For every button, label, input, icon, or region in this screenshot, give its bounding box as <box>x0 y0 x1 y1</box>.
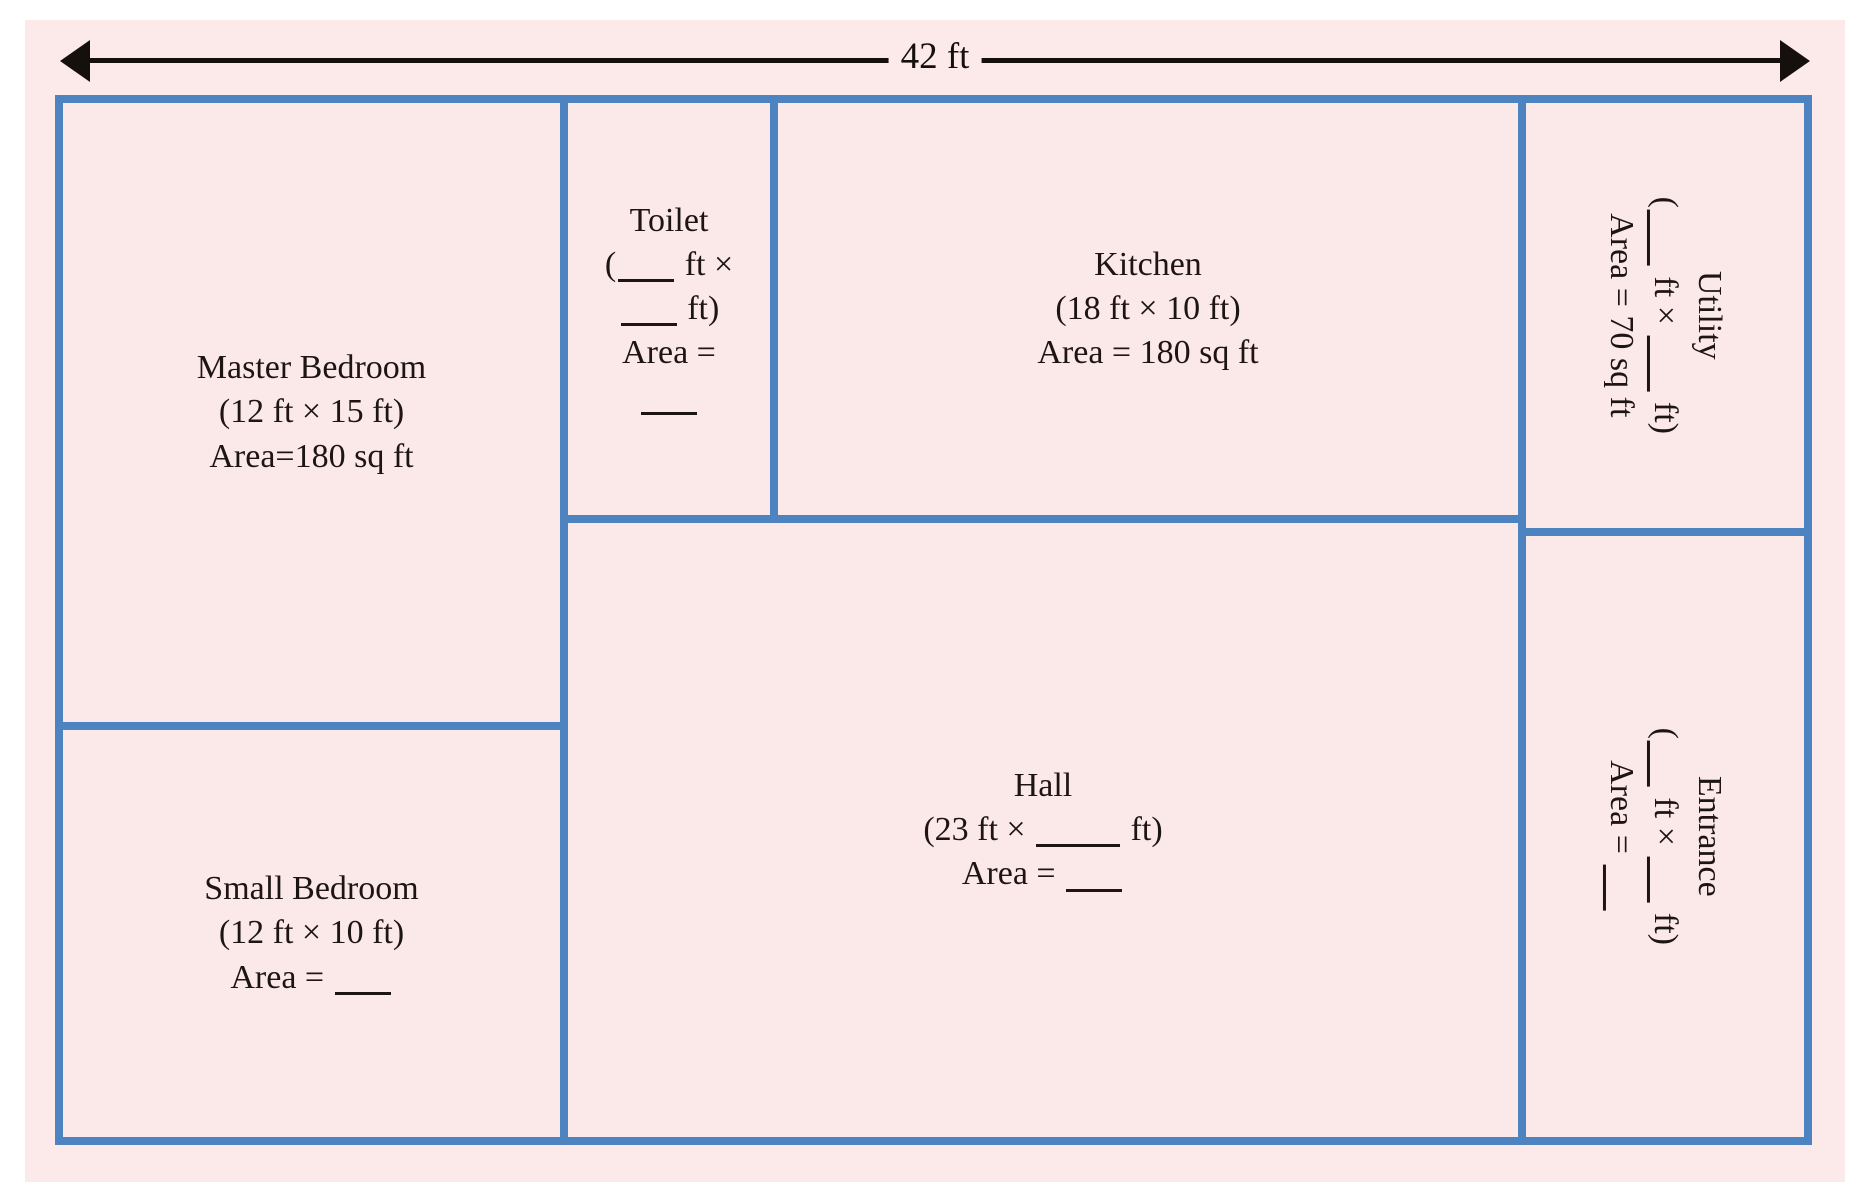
dim-times: ft × <box>1647 268 1685 326</box>
overall-width-label: 42 ft <box>888 30 982 84</box>
room-area: Area=180 sq ft <box>209 437 414 475</box>
blank-area-field[interactable] <box>641 378 697 415</box>
room-area: Area = 180 sq ft <box>1037 334 1259 372</box>
room-dimensions: (12 ft × 15 ft) <box>218 393 405 431</box>
room-name: Small Bedroom <box>204 870 419 908</box>
room-area: Area = <box>1599 728 1643 945</box>
overall-width-dimension: 42 ft <box>60 30 1810 84</box>
plan-walls: Master Bedroom (12 ft × 15 ft) Area=180 … <box>55 95 1812 1145</box>
room-name: Kitchen <box>1094 245 1202 283</box>
dim-close-paren: ft) <box>1122 810 1163 848</box>
blank-length-field[interactable] <box>1036 810 1121 848</box>
blank-length-field[interactable] <box>1647 856 1685 903</box>
room-entrance[interactable]: Entrance ( ft × ft) Area = <box>1518 528 1812 1145</box>
room-area-blank <box>578 375 760 419</box>
room-utility-label: Utility ( ft × ft) Area = 70 sq ft <box>1599 187 1732 444</box>
blank-area-field[interactable] <box>1066 855 1123 892</box>
dim-open-paren: ( <box>1647 196 1685 209</box>
room-kitchen[interactable]: Kitchen (18 ft × 10 ft) Area = 180 sq ft <box>770 95 1526 523</box>
dim-times: ft × <box>676 245 734 283</box>
room-hall[interactable]: Hall (23 ft × ft) Area = <box>560 515 1526 1145</box>
room-name: Entrance <box>1691 776 1729 897</box>
room-area-label: Area = <box>622 334 716 372</box>
arrow-right-icon <box>1780 40 1810 82</box>
room-kitchen-label: Kitchen (18 ft × 10 ft) Area = 180 sq ft <box>1027 243 1268 376</box>
blank-length-field[interactable] <box>1647 335 1685 392</box>
room-dimensions: ( ft × ft) <box>578 243 760 331</box>
dim-width: (23 ft × <box>923 810 1026 848</box>
room-toilet-label: Toilet ( ft × ft) Area = <box>568 199 770 420</box>
blank-area-field[interactable] <box>1603 864 1641 911</box>
dim-close-paren: ft) <box>678 289 720 327</box>
room-area: Area = <box>204 956 418 1000</box>
blank-width-field[interactable] <box>1647 741 1685 788</box>
room-name: Hall <box>1013 766 1073 804</box>
room-hall-label: Hall (23 ft × ft) Area = <box>913 764 1172 897</box>
room-area-label: Area = <box>1602 760 1640 855</box>
room-dimensions: ( ft × ft) <box>1643 728 1687 945</box>
room-dimensions: ( ft × ft) <box>1643 197 1687 434</box>
room-name: Toilet <box>629 201 709 239</box>
room-dimensions: (18 ft × 10 ft) <box>1055 289 1241 327</box>
room-area: Area = <box>923 852 1162 896</box>
room-area: Area = 70 sq ft <box>1602 213 1640 418</box>
room-small-bedroom-label: Small Bedroom (12 ft × 10 ft) Area = <box>194 867 428 1000</box>
dim-open-paren: ( <box>1647 727 1685 740</box>
room-utility[interactable]: Utility ( ft × ft) Area = 70 sq ft <box>1518 95 1812 536</box>
room-toilet[interactable]: Toilet ( ft × ft) Area = <box>560 95 778 523</box>
room-name: Master Bedroom <box>196 349 427 387</box>
dim-close-paren: ft) <box>1647 904 1685 946</box>
blank-area-field[interactable] <box>334 958 391 996</box>
room-master-bedroom[interactable]: Master Bedroom (12 ft × 15 ft) Area=180 … <box>55 95 568 730</box>
dim-close-paren: ft) <box>1647 393 1685 435</box>
room-small-bedroom[interactable]: Small Bedroom (12 ft × 10 ft) Area = <box>55 722 568 1145</box>
room-dimensions: (12 ft × 10 ft) <box>218 914 405 952</box>
dim-open-paren: ( <box>604 245 617 283</box>
room-area-label: Area = <box>230 958 325 996</box>
blank-length-field[interactable] <box>620 289 677 327</box>
room-dimensions: (23 ft × ft) <box>923 808 1162 852</box>
dim-times: ft × <box>1647 789 1685 847</box>
room-name: Utility <box>1691 271 1729 360</box>
blank-width-field[interactable] <box>618 245 675 283</box>
room-master-bedroom-label: Master Bedroom (12 ft × 15 ft) Area=180 … <box>187 346 436 479</box>
room-entrance-label: Entrance ( ft × ft) Area = <box>1599 718 1732 955</box>
room-area-label: Area = <box>961 855 1056 893</box>
blank-width-field[interactable] <box>1647 210 1685 267</box>
